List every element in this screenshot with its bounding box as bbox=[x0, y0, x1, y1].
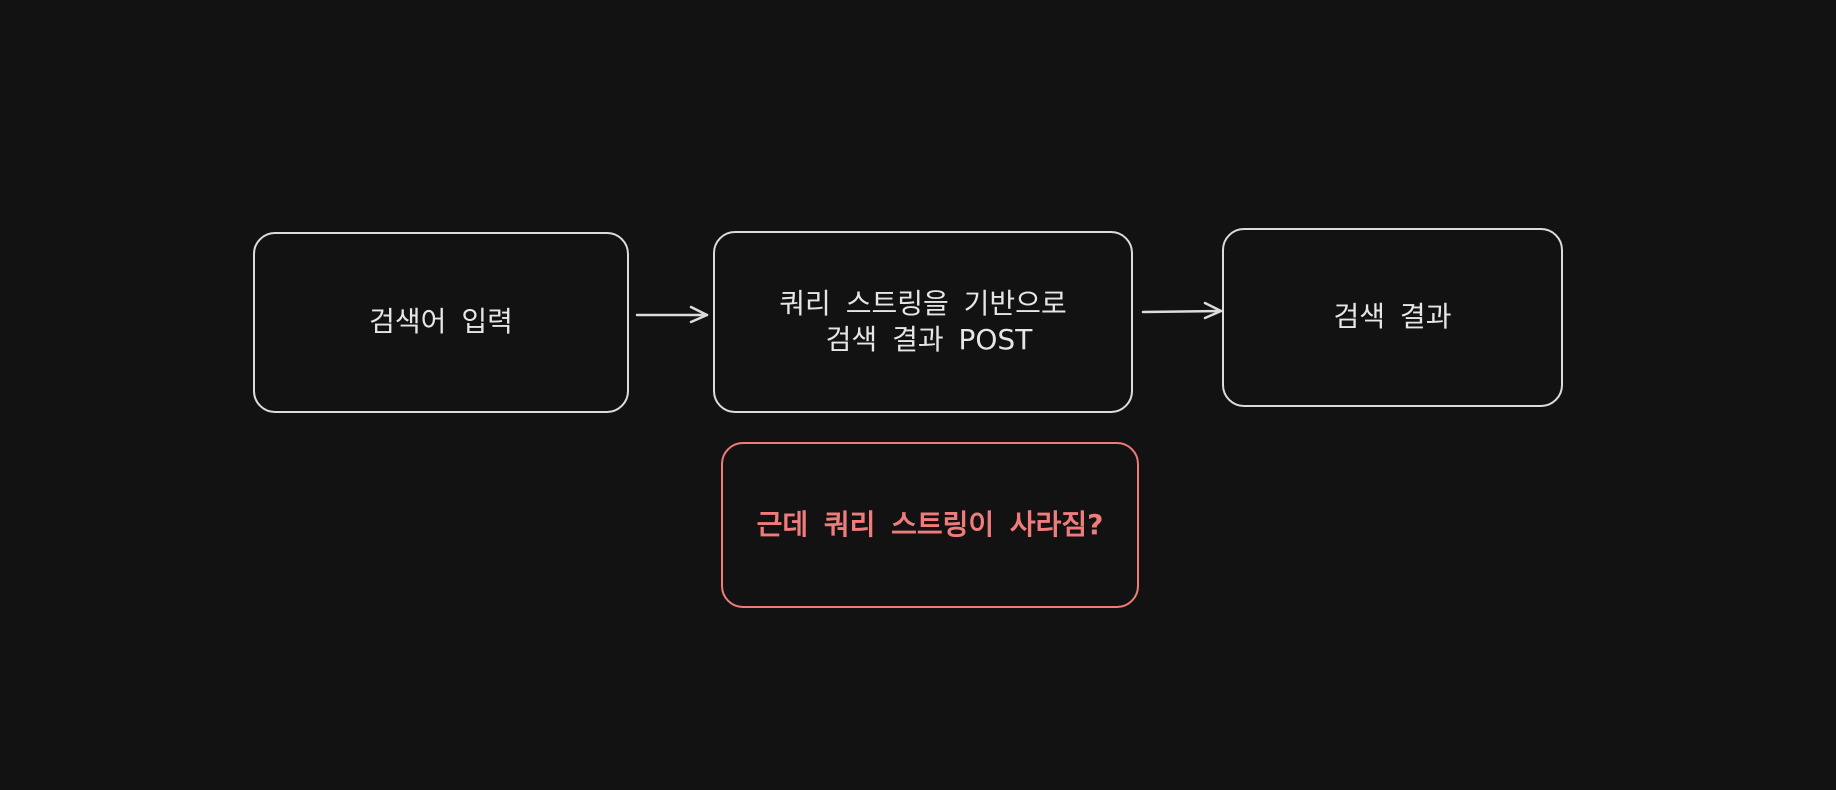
node-search-input: 검색어 입력 bbox=[253, 232, 629, 413]
arrow-post-to-result bbox=[1141, 301, 1223, 320]
node-query-string-missing-note-label: 근데 쿼리 스트링이 사라짐? bbox=[756, 507, 1104, 541]
node-query-string-missing-note: 근데 쿼리 스트링이 사라짐? bbox=[721, 442, 1139, 608]
node-search-result-label: 검색 결과 bbox=[1333, 300, 1452, 334]
arrow-input-to-post bbox=[635, 305, 709, 324]
node-search-result: 검색 결과 bbox=[1222, 228, 1563, 407]
node-query-string-post: 쿼리 스트링을 기반으로 검색 결과 POST bbox=[713, 231, 1133, 413]
node-query-string-post-label-line1: 쿼리 스트링을 기반으로 bbox=[779, 286, 1067, 320]
node-query-string-post-label-line2: 검색 결과 POST bbox=[825, 323, 1033, 356]
node-search-input-label: 검색어 입력 bbox=[369, 305, 513, 339]
